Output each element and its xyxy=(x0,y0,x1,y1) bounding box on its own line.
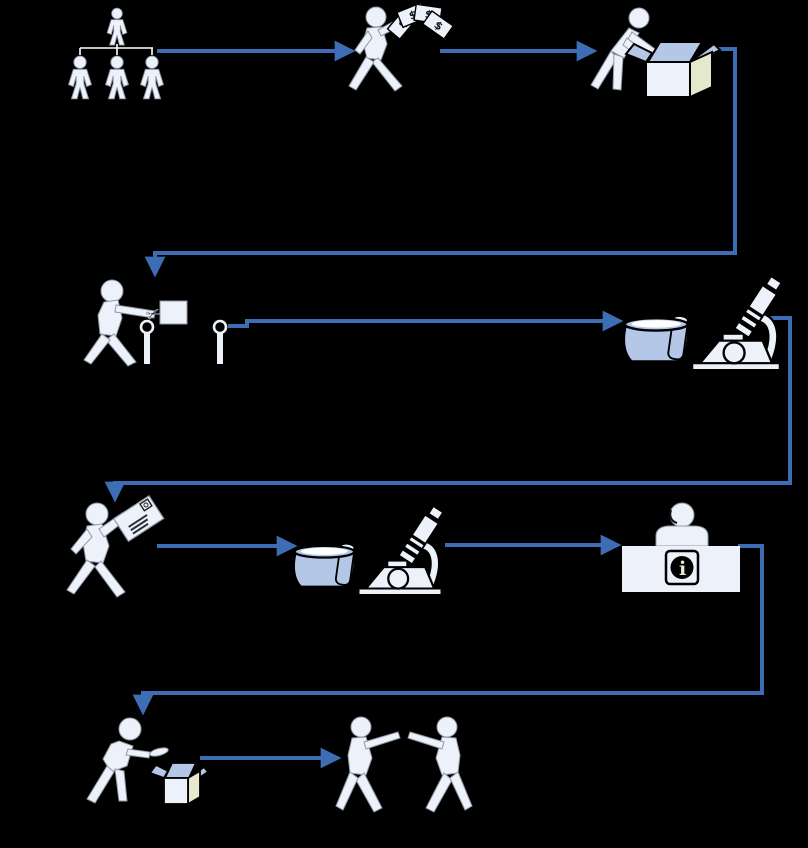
address-lines xyxy=(128,514,149,535)
water-bath-and-microscope-icon xyxy=(294,505,445,595)
head xyxy=(118,717,142,741)
limb xyxy=(371,57,403,92)
banknotes-fan: $ $ $ $ xyxy=(386,1,455,41)
two-people-meeting-icon xyxy=(335,716,473,813)
limb xyxy=(114,768,128,802)
post xyxy=(217,333,223,364)
flow-arrows xyxy=(104,40,792,769)
person-holding-envelope-icon xyxy=(66,494,165,598)
limb xyxy=(94,560,126,598)
limb xyxy=(354,30,373,55)
paper-card xyxy=(159,300,188,325)
limb xyxy=(83,333,111,365)
small-open-box xyxy=(148,762,210,806)
limb xyxy=(363,731,401,750)
dollar-sign: $ xyxy=(407,8,419,23)
stamp-mark xyxy=(143,502,149,508)
box-flap xyxy=(148,763,170,780)
headset-icon xyxy=(669,509,678,524)
limb xyxy=(335,771,359,811)
standing-figure xyxy=(83,279,156,367)
post-ring xyxy=(139,319,155,335)
box-flap xyxy=(624,42,654,64)
limb xyxy=(612,53,624,91)
head xyxy=(628,7,650,29)
limb xyxy=(105,333,137,367)
posts xyxy=(139,319,228,364)
team-member-figure xyxy=(68,55,92,100)
walking-figure xyxy=(66,502,128,598)
team-member-figure xyxy=(140,55,164,100)
stamp xyxy=(139,498,153,512)
envelope xyxy=(112,494,165,543)
arrow-cutting-to-microscope1 xyxy=(228,310,624,332)
attendant-figure xyxy=(655,502,709,547)
attendant-at-info-desk-icon: i xyxy=(622,502,740,592)
arrow-unpacking-to-cutting xyxy=(144,47,737,278)
box-side xyxy=(187,769,201,806)
arrow-infodesk-to-repacking xyxy=(132,544,764,716)
head xyxy=(350,716,372,738)
limb xyxy=(348,56,375,91)
head xyxy=(436,716,458,738)
arrow-microscope1-to-mailing xyxy=(104,316,792,503)
person-placing-slide-in-box-icon xyxy=(86,717,210,806)
limb xyxy=(125,748,151,759)
limb xyxy=(355,772,383,813)
bending-figure xyxy=(86,717,151,804)
walking-figure xyxy=(348,6,403,92)
limb xyxy=(425,772,453,813)
water-bath-and-microscope-icon xyxy=(624,275,784,370)
left-figure xyxy=(335,716,401,813)
slide xyxy=(149,747,169,757)
post-ring xyxy=(212,319,228,335)
right-figure xyxy=(407,716,473,813)
limb xyxy=(449,771,473,811)
head xyxy=(365,6,387,28)
person-cutting-between-posts-icon: ✂ xyxy=(83,279,228,367)
limb xyxy=(407,731,445,750)
post xyxy=(144,333,150,364)
head xyxy=(100,279,124,303)
person-with-banknotes-icon: $ $ $ $ xyxy=(348,1,455,92)
limb xyxy=(66,559,96,595)
limb xyxy=(114,304,156,319)
head xyxy=(669,502,695,528)
person-opening-shipping-box-icon xyxy=(590,7,722,99)
info-letter: i xyxy=(679,558,686,580)
manager-figure xyxy=(106,7,128,46)
info-sign: i xyxy=(664,549,700,586)
torso xyxy=(655,525,709,547)
limb xyxy=(70,528,93,555)
box-front xyxy=(645,61,691,98)
limb xyxy=(86,765,115,804)
box-front xyxy=(163,777,189,805)
org-chart-connector-lines xyxy=(79,44,153,55)
team-member-figure xyxy=(105,55,129,100)
head xyxy=(85,502,109,526)
org-chart-people-icon xyxy=(68,7,164,100)
open-box xyxy=(624,41,722,99)
